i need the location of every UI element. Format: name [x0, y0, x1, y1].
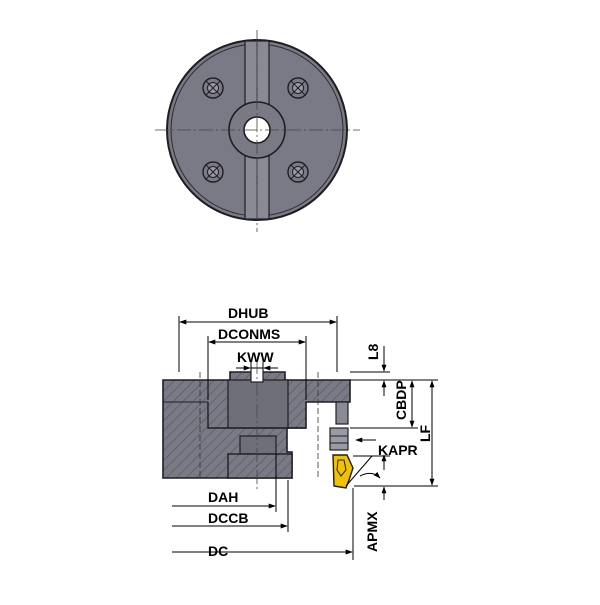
label-lf: LF — [417, 424, 433, 442]
label-kapr: KAPR — [378, 442, 418, 458]
clamp-screw — [335, 401, 349, 425]
label-dconms: DCONMS — [218, 326, 280, 342]
label-dccb: DCCB — [208, 510, 248, 526]
screw-hole-bottom-left — [202, 161, 224, 183]
dimension-labels: DHUB DCONMS KWW L8 CBDP LF KAPR DAH DCCB… — [208, 305, 433, 559]
label-l8: L8 — [365, 343, 381, 360]
hub-neck — [239, 435, 277, 455]
label-cbdp: CBDP — [393, 380, 409, 420]
label-dah: DAH — [208, 489, 238, 505]
side-view — [162, 360, 354, 490]
screw-hole-top-left — [202, 77, 224, 99]
label-apmx: APMX — [364, 511, 380, 552]
top-view — [155, 30, 360, 232]
dimension-lines — [172, 316, 438, 560]
label-dhub: DHUB — [228, 305, 268, 321]
label-kww: KWW — [237, 349, 274, 365]
counterbore-step — [207, 402, 306, 429]
center-bore-section — [227, 379, 289, 429]
screw-hole-bottom-right — [287, 161, 309, 183]
screw-hole-top-right — [287, 77, 309, 99]
lower-boss — [227, 453, 293, 479]
label-dc: DC — [208, 543, 228, 559]
insert-seat — [329, 427, 349, 451]
